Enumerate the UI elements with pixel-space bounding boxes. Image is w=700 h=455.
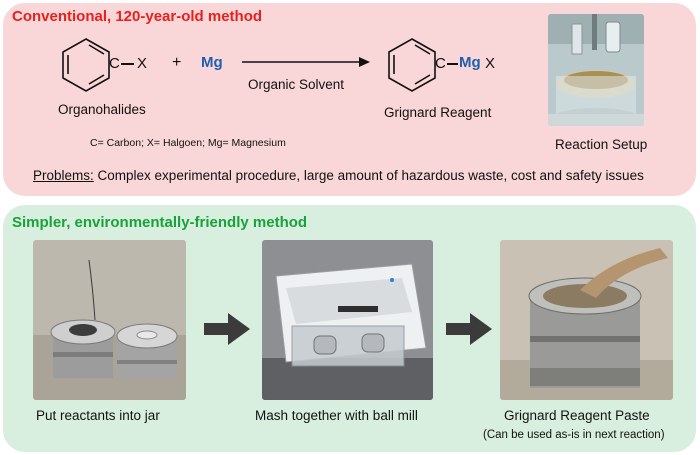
problems-statement: Problems: Complex experimental procedure… [33, 168, 644, 183]
step-arrow-1 [204, 313, 250, 345]
benzene-ring-product [388, 38, 436, 92]
step-arrow-2 [446, 313, 492, 345]
carbon-label-reactant: C [109, 55, 120, 72]
step3-note: (Can be used as-is in next reaction) [483, 429, 665, 441]
reaction-setup-photo [548, 14, 644, 126]
organohalides-label: Organohalides [58, 102, 146, 117]
halogen-label-reactant: X [137, 55, 148, 72]
conventional-method-heading: Conventional, 120-year-old method [12, 8, 263, 25]
carbon-label-product: C [435, 55, 446, 72]
bond-line-reactant [121, 63, 134, 65]
step2-label: Mash together with ball mill [255, 408, 418, 423]
solvent-label: Organic Solvent [248, 77, 345, 92]
magnesium-label-product: Mg [459, 54, 481, 71]
grignard-paste-photo [500, 240, 673, 400]
reaction-arrow [242, 57, 370, 67]
problems-text: Complex experimental procedure, large am… [93, 168, 644, 183]
step3-label: Grignard Reagent Paste [504, 408, 650, 423]
halogen-label-product: X [485, 55, 496, 72]
ball-mill-photo [262, 240, 433, 400]
simpler-method-heading: Simpler, environmentally-friendly method [12, 214, 308, 231]
magnesium-label: Mg [201, 54, 223, 71]
grignard-reagent-label: Grignard Reagent [384, 105, 492, 120]
jar-parts-photo [33, 240, 186, 400]
step1-label: Put reactants into jar [36, 408, 160, 423]
benzene-ring-reactant [62, 38, 110, 92]
plus-sign: + [172, 54, 182, 71]
problems-label: Problems: [33, 168, 94, 183]
bond-line-product [447, 63, 458, 65]
reaction-setup-label: Reaction Setup [555, 137, 648, 152]
element-legend: C= Carbon; X= Halgoen; Mg= Magnesium [90, 137, 286, 149]
